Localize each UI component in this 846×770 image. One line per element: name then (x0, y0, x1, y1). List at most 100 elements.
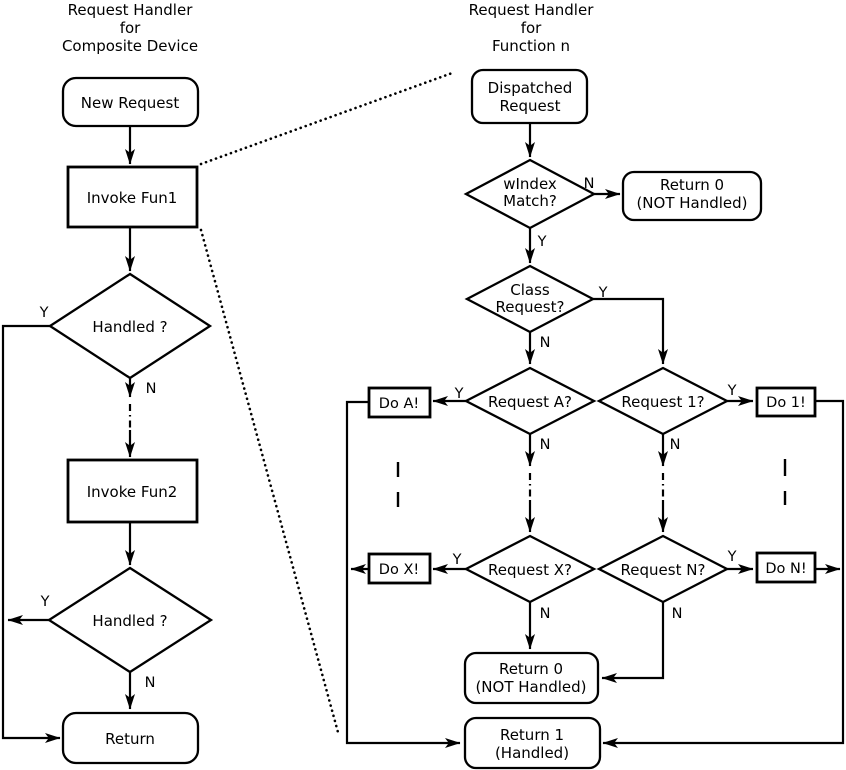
class-no-label: N (540, 335, 551, 351)
left-chart-title: Request Handler for Composite Device (62, 1, 198, 55)
left-title-line2: for (120, 19, 141, 37)
do-a-box (367, 386, 432, 419)
connectors (1, 70, 845, 748)
request-a-yes-label: Y (454, 386, 464, 402)
node-return1: Return 1 (Handled) (463, 716, 602, 770)
node-windex-match: wIndex Match? (463, 158, 597, 230)
return0-bottom-box (463, 651, 600, 705)
new-request-box (61, 76, 200, 128)
class-request-line2: Request? (496, 298, 565, 316)
request-1-no-label: N (670, 437, 681, 453)
return0-top-line2: (NOT Handled) (636, 194, 747, 212)
request-a-no-label: N (540, 437, 551, 453)
request-1-label: Request 1? (621, 393, 704, 411)
request-1-yes-label: Y (727, 383, 737, 399)
request-n-yes-label: Y (727, 549, 737, 565)
line-doa-to-return1 (345, 400, 461, 748)
handled-1-label: Handled ? (92, 318, 167, 336)
do-x-label: Do X! (379, 562, 419, 578)
node-new-request: New Request (61, 76, 200, 128)
node-class-request: Class Request? (464, 264, 596, 334)
invoke-fun1-box (66, 165, 199, 229)
handled-1-diamond (47, 272, 213, 380)
right-title-line3: Function n (492, 37, 570, 55)
do-1-box (755, 386, 817, 418)
windex-match-line2: Match? (503, 192, 557, 210)
right-chart-title: Request Handler for Function n (469, 1, 595, 55)
request-x-label: Request X? (488, 561, 572, 579)
line-do1-to-return1 (602, 399, 845, 748)
handled-2-no-label: N (145, 675, 156, 691)
node-do-x: Do X! (367, 552, 432, 585)
node-invoke-fun1: Invoke Fun1 (66, 165, 199, 229)
request-x-diamond (463, 534, 597, 604)
return0-top-line1: Return 0 (660, 176, 724, 194)
dispatched-request-line1: Dispatched (488, 79, 573, 97)
return0-bottom-line1: Return 0 (499, 660, 563, 678)
node-request-a: Request A? (463, 366, 597, 436)
left-title-line1: Request Handler (68, 1, 194, 19)
right-chart: Request Handler for Function n Dispatche… (367, 1, 817, 770)
invoke-fun1-label: Invoke Fun1 (87, 189, 178, 207)
dotted-expansion-top (199, 70, 457, 166)
do-n-box (755, 551, 817, 584)
do-x-box (367, 552, 432, 585)
dispatched-request-line2: Request (500, 97, 561, 115)
node-return: Return (61, 711, 200, 765)
node-return0-top: Return 0 (NOT Handled) (621, 170, 763, 222)
request-x-yes-label: Y (452, 552, 462, 568)
request-a-diamond (463, 366, 597, 436)
line-requestn-no-to-return0 (601, 602, 665, 683)
request-n-label: Request N? (621, 561, 706, 579)
request-a-label: Request A? (488, 393, 572, 411)
handled-2-yes-label: Y (40, 594, 50, 610)
node-return0-bottom: Return 0 (NOT Handled) (463, 651, 600, 705)
windex-yes-label: Y (537, 234, 547, 250)
node-do-1: Do 1! (755, 386, 817, 418)
node-handled-1: Handled ? (47, 272, 213, 380)
node-request-1: Request 1? (596, 366, 730, 436)
left-chart: Request Handler for Composite Device New… (39, 1, 214, 765)
do-1-label: Do 1! (766, 395, 806, 411)
node-do-n: Do N! (755, 551, 817, 584)
class-yes-label: Y (598, 285, 608, 301)
class-request-diamond (464, 264, 596, 334)
do-a-label: Do A! (379, 396, 419, 412)
left-title-line3: Composite Device (62, 37, 198, 55)
request-1-diamond (596, 366, 730, 436)
line-handled1-yes-to-return (1, 324, 61, 743)
node-do-a: Do A! (367, 386, 432, 419)
node-request-x: Request X? (463, 534, 597, 604)
do-n-label: Do N! (765, 561, 806, 577)
return1-box (463, 716, 602, 770)
request-n-no-label: N (672, 606, 683, 622)
request-n-diamond (596, 534, 730, 604)
node-request-n: Request N? (596, 534, 730, 604)
handled-1-yes-label: Y (39, 305, 49, 321)
right-title-line1: Request Handler (469, 1, 595, 19)
new-request-label: New Request (81, 94, 180, 112)
return0-bottom-line2: (NOT Handled) (475, 678, 586, 696)
node-invoke-fun2: Invoke Fun2 (66, 458, 199, 524)
return1-line1: Return 1 (500, 726, 564, 744)
handled-1-no-label: N (146, 381, 157, 397)
invoke-fun2-box (66, 458, 199, 524)
return-label: Return (105, 730, 155, 748)
class-request-line1: Class (510, 281, 550, 299)
node-handled-2: Handled ? (46, 566, 214, 674)
request-x-no-label: N (540, 606, 551, 622)
node-dispatched-request: Dispatched Request (470, 68, 589, 125)
return0-top-box (621, 170, 763, 222)
handled-2-diamond (46, 566, 214, 674)
line-class-yes-to-request1 (593, 297, 668, 365)
dotted-expansion-bottom (199, 228, 341, 738)
invoke-fun2-label: Invoke Fun2 (87, 483, 178, 501)
dispatched-request-box (470, 68, 589, 125)
right-title-line2: for (521, 19, 542, 37)
windex-match-line1: wIndex (503, 175, 557, 193)
return-box (61, 711, 200, 765)
windex-match-diamond (463, 158, 597, 230)
return1-line2: (Handled) (495, 744, 569, 762)
